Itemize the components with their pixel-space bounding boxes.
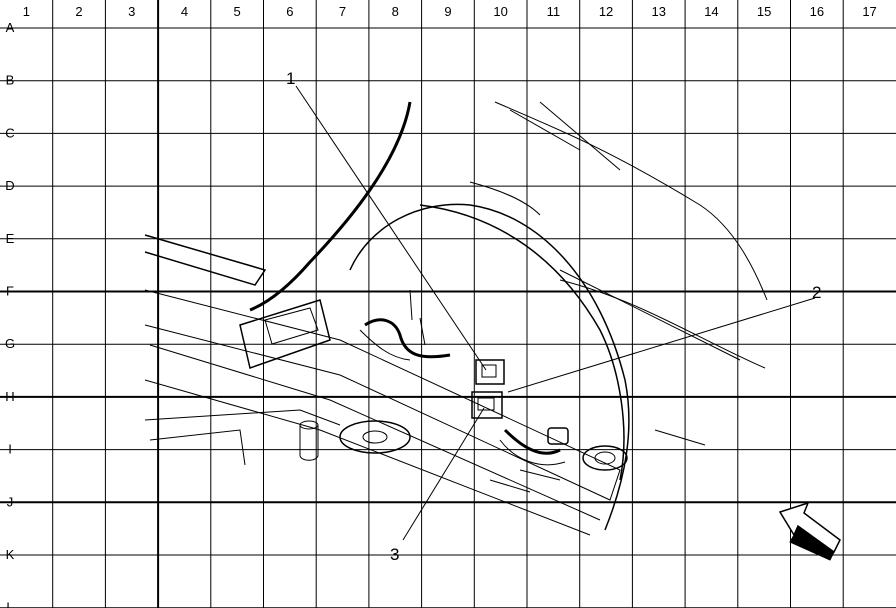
leader-line-1 [295, 85, 487, 371]
grid-column-label: 16 [810, 4, 824, 19]
grid-column-label: 14 [704, 4, 718, 19]
grid-row-label: I [8, 442, 12, 457]
grid-column-label: 9 [444, 4, 451, 19]
leader-lines [295, 85, 816, 541]
grid-row-label: J [7, 494, 14, 509]
leader-line-2 [507, 297, 816, 393]
grid-column-label: 8 [392, 4, 399, 19]
grid-column-label: 7 [339, 4, 346, 19]
grid-row-label: E [6, 231, 15, 246]
callout-3: 3 [390, 545, 399, 564]
grid-row-label: A [6, 20, 15, 35]
callout-2: 2 [812, 283, 821, 302]
vehicle-line-art [144, 101, 768, 536]
grid-row-label: H [5, 389, 14, 404]
grid-column-label: 17 [862, 4, 876, 19]
leader-line-3 [402, 407, 485, 541]
grid-row-label: G [5, 336, 15, 351]
grid-row-labels: A B C D E F G H I J K L [5, 20, 15, 608]
grid-row-label: C [5, 125, 14, 140]
grid-column-label: 5 [234, 4, 241, 19]
grid-column-label: 2 [75, 4, 82, 19]
grid-column-label: 11 [547, 4, 561, 19]
grid-row-label: L [6, 600, 13, 608]
grid-row-label: B [6, 73, 15, 88]
grid-column-label: 1 [23, 4, 30, 19]
front-direction-arrow-icon [778, 501, 841, 561]
grid-column-label: 4 [181, 4, 188, 19]
grid-column-label: 13 [652, 4, 666, 19]
grid-column-label: 10 [493, 4, 507, 19]
grid-row-label: D [5, 178, 14, 193]
grid-row-label: K [6, 547, 15, 562]
grid-row-label: F [6, 284, 14, 299]
grid-column-label: 3 [128, 4, 135, 19]
callout-1: 1 [286, 69, 295, 88]
grid-column-label: 15 [757, 4, 771, 19]
grid-column-label: 12 [599, 4, 613, 19]
grid-column-label: 6 [286, 4, 293, 19]
